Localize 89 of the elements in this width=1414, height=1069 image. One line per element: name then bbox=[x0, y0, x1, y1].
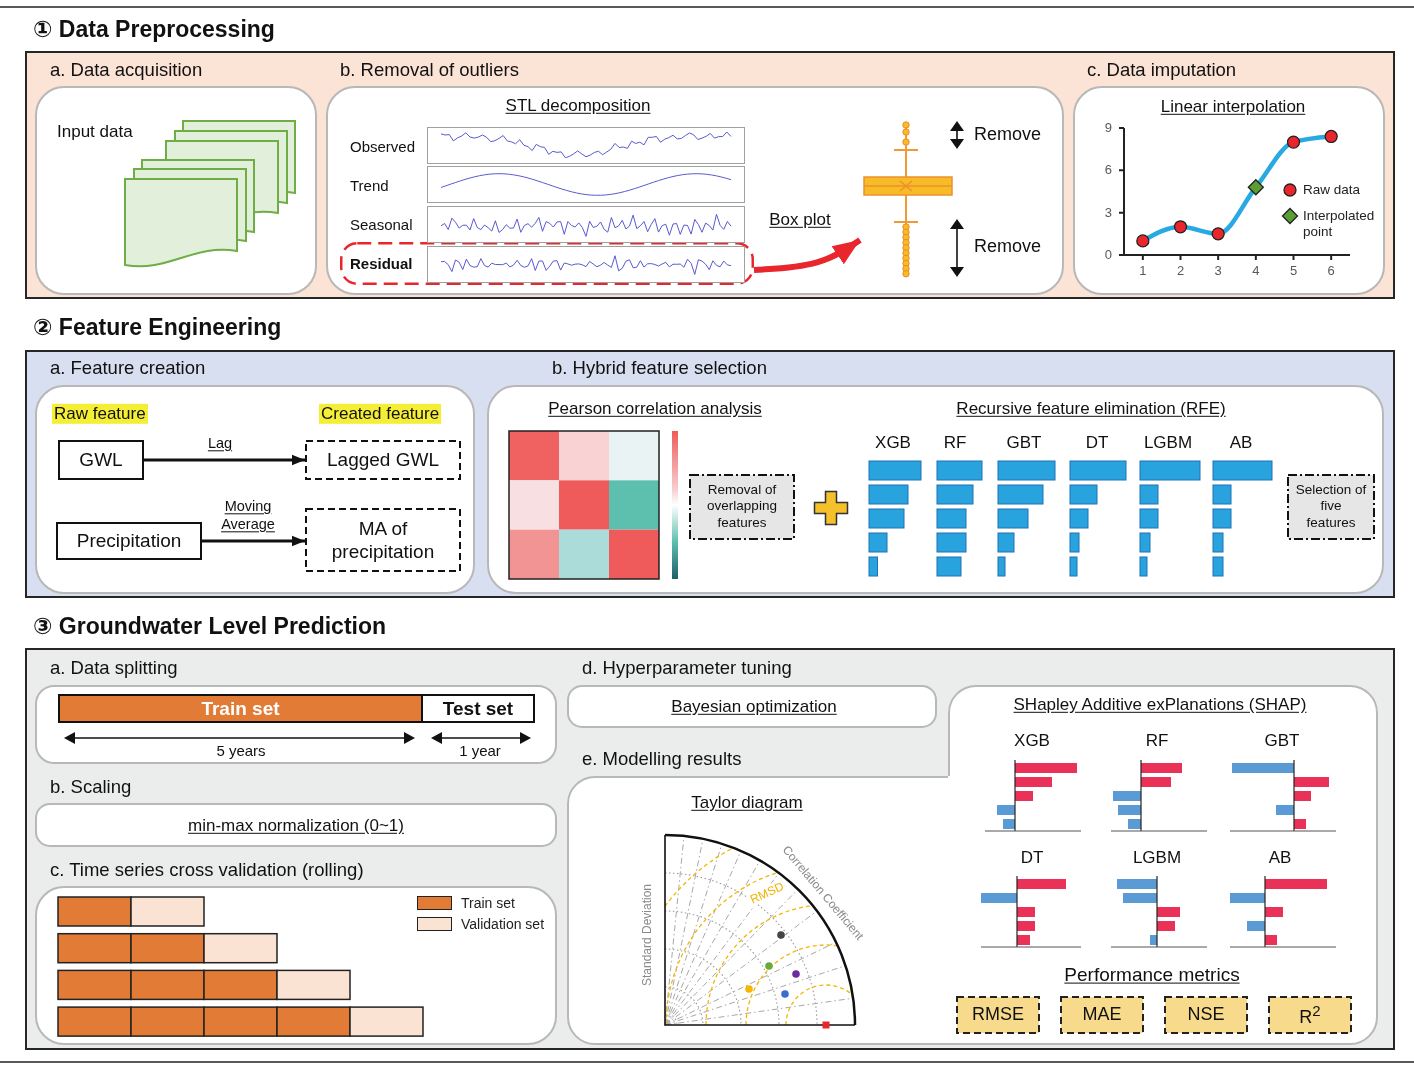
section-title: ① Data Preprocessing bbox=[33, 16, 275, 44]
model-label: AB bbox=[1229, 432, 1253, 454]
test-set-bar bbox=[421, 694, 535, 723]
model-label: DT bbox=[1085, 432, 1109, 454]
legend-label: Validation set bbox=[461, 915, 544, 933]
dashdot-box bbox=[689, 474, 795, 540]
section-title: ③ Groundwater Level Prediction bbox=[33, 613, 387, 641]
tick-label: 4 bbox=[1252, 263, 1260, 279]
process-box bbox=[58, 440, 144, 480]
tick-label: 3 bbox=[1104, 204, 1112, 221]
panel-title: SHapley Additive exPlanations (SHAP) bbox=[1013, 694, 1307, 716]
box-label: R$^{2}$ bbox=[1299, 1001, 1321, 1029]
model-label: RF bbox=[943, 432, 967, 454]
panel-heading: c. Data imputation bbox=[1087, 58, 1237, 82]
metric-box bbox=[1268, 996, 1352, 1034]
dimension-label: 1 year bbox=[459, 742, 501, 760]
dashed-box bbox=[305, 508, 461, 572]
arrow bbox=[144, 454, 305, 466]
chart-title: Linear interpolation bbox=[1160, 96, 1306, 118]
box-label: Precipitation bbox=[76, 529, 182, 553]
panel-title: min-max normalization (0~1) bbox=[188, 815, 404, 837]
annotation-label: Remove bbox=[974, 236, 1042, 258]
tick-label: 3 bbox=[1214, 263, 1222, 279]
rounded-panel bbox=[948, 685, 1378, 1045]
tick-label: 0 bbox=[1104, 247, 1112, 263]
panel-heading: b. Scaling bbox=[50, 775, 132, 799]
box-label: MAE bbox=[1082, 1004, 1122, 1026]
model-label: LGBM bbox=[1132, 847, 1182, 869]
model-label: XGB bbox=[1014, 730, 1050, 752]
dashed-box bbox=[305, 440, 461, 480]
panel-title: Bayesian optimization bbox=[671, 696, 837, 718]
box-label: Input data bbox=[57, 121, 133, 143]
panel-heading: a. Data splitting bbox=[50, 656, 178, 680]
metric-box bbox=[1060, 996, 1144, 1034]
panel-title: Taylor diagram bbox=[691, 792, 803, 814]
model-label: AB bbox=[1268, 847, 1292, 869]
panel-title: Performance metrics bbox=[1064, 963, 1240, 987]
dimension-label: 5 years bbox=[216, 742, 266, 760]
model-label: GBT bbox=[1006, 432, 1042, 454]
box-label: NSE bbox=[1187, 1004, 1225, 1026]
highlight-frame bbox=[340, 242, 754, 285]
panel-heading: e. Modelling results bbox=[582, 747, 742, 771]
panel-title: Pearson correlation analysis bbox=[548, 398, 762, 420]
tick-label: 5 bbox=[1289, 263, 1298, 279]
arrow bbox=[202, 535, 305, 547]
dashdot-box bbox=[1287, 474, 1375, 540]
box-label: MA of precipitation bbox=[330, 516, 436, 564]
panel-heading: b. Removal of outliers bbox=[340, 58, 519, 82]
metric-box bbox=[1164, 996, 1248, 1034]
panel-heading: a. Data acquisition bbox=[50, 58, 203, 82]
arrow bbox=[753, 237, 862, 273]
tick-label: 2 bbox=[1176, 263, 1185, 279]
model-label: XGB bbox=[875, 432, 911, 454]
panel-heading: d. Hyperparameter tuning bbox=[582, 656, 792, 680]
box-label: RMSE bbox=[972, 1004, 1024, 1026]
section-title: ② Feature Engineering bbox=[33, 314, 282, 342]
legend-label: Raw data bbox=[1303, 181, 1362, 198]
box-label: GWL bbox=[79, 448, 123, 472]
model-label: GBT bbox=[1264, 730, 1300, 752]
tick-label: 6 bbox=[1104, 162, 1112, 179]
annotation-label: Remove bbox=[974, 124, 1042, 146]
process-box bbox=[56, 522, 202, 560]
panel-heading: c. Time series cross validation (rolling) bbox=[50, 858, 364, 882]
model-label: LGBM bbox=[1143, 432, 1193, 454]
tick-label: 9 bbox=[1104, 120, 1112, 136]
row-label: Trend bbox=[350, 177, 389, 195]
row-label: Residual bbox=[350, 255, 413, 273]
model-label: DT bbox=[1020, 847, 1044, 869]
bar-label: Train set bbox=[201, 697, 280, 720]
legend-label: Interpolated point bbox=[1303, 207, 1376, 241]
train-set-bar bbox=[58, 694, 423, 723]
row-label: Observed bbox=[350, 138, 416, 156]
panel-title: Recursive feature elimination (RFE) bbox=[956, 398, 1226, 420]
tick-label: 1 bbox=[1139, 263, 1147, 279]
panel-heading: b. Hybrid feature selection bbox=[552, 356, 767, 380]
tick-label: 6 bbox=[1327, 263, 1335, 279]
box-label: Removal of overlapping features bbox=[706, 482, 778, 532]
bar-label: Test set bbox=[442, 697, 514, 720]
highlighted-label: Created feature bbox=[319, 403, 442, 425]
panel-title: STL decomposition bbox=[505, 95, 651, 117]
box-label: Lagged GWL bbox=[327, 448, 439, 472]
edge-label: Lag bbox=[205, 435, 235, 453]
legend-label: Train set bbox=[461, 894, 515, 912]
highlighted-label: Raw feature bbox=[52, 403, 148, 425]
row-label: Seasonal bbox=[350, 216, 413, 234]
box-label: Selection of five features bbox=[1295, 482, 1367, 532]
metric-box bbox=[956, 996, 1040, 1034]
panel-heading: a. Feature creation bbox=[50, 356, 206, 380]
model-label: RF bbox=[1145, 730, 1169, 752]
